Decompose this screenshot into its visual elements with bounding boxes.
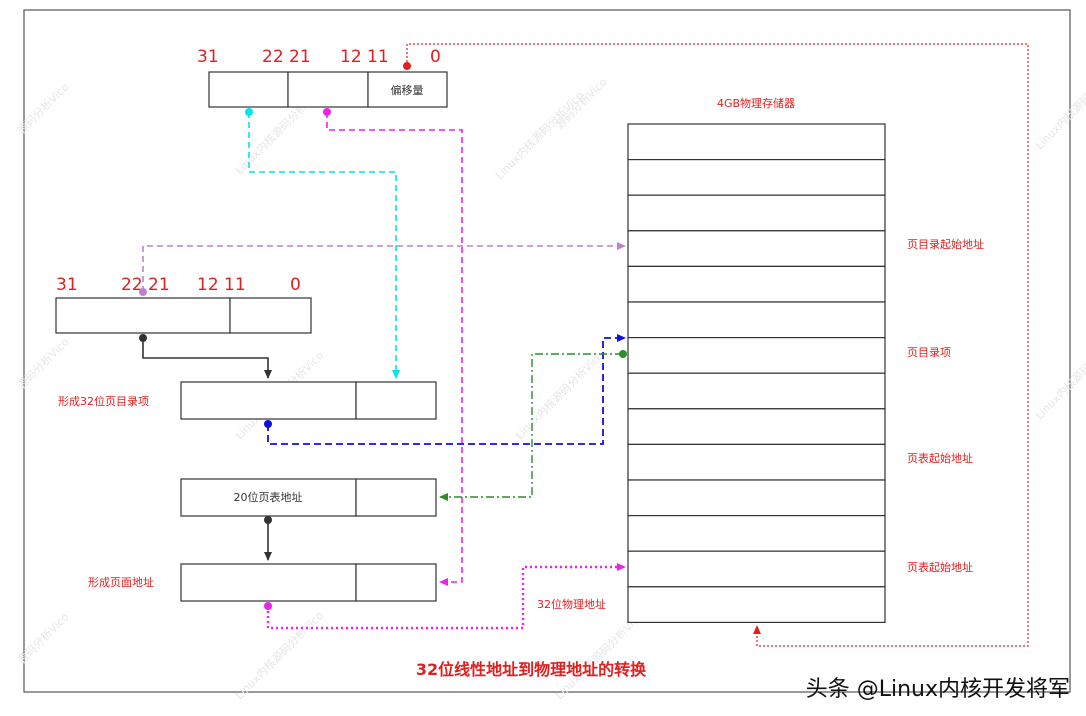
watermark: Linux内核源码分析Vico [232,608,326,702]
blue-connector [264,334,626,445]
table-start-label: 页表起始地址 [907,451,973,465]
memory-row [627,586,886,623]
cyan-connector [245,108,400,379]
bit-label: 31 [197,47,219,67]
memory-row [627,194,886,232]
phys-addr-label: 32位物理地址 [537,597,606,611]
magenta-connector [323,108,463,586]
green-connector [439,350,627,501]
memory-row [627,514,886,552]
memory-row [627,301,886,339]
memory-row [627,159,886,196]
memory-labels: 页目录起始地址 页目录项 页表起始地址 页表起始地址 32位物理地址 [537,237,984,611]
top-address: 31 22 21 12 11 0 偏移量 [197,47,448,108]
dark-connector-2 [264,516,272,561]
memory-row [627,443,886,481]
bit-label: 0 [430,47,441,67]
watermark: 源码分析Vico [14,335,72,393]
dir-entry-mem-label: 页目录项 [907,346,951,359]
dir-start-label: 页目录起始地址 [907,237,984,251]
address-field [229,297,312,334]
diagram-caption: 32位线性地址到物理地址的转换 [416,660,647,679]
bit-label: 22 21 [262,47,311,67]
memory-row [627,230,886,268]
memory-row [627,123,886,161]
bit-label: 12 11 [197,275,246,295]
offset-label: 偏移量 [391,83,424,97]
address-field [287,71,369,108]
bit-label: 0 [290,275,301,295]
second-address: 31 22 21 12 11 0 [55,275,312,334]
memory-row [627,337,886,374]
memory-rows [627,123,886,623]
memory-block: 4GB物理存储器 [627,96,886,623]
watermark: 源码分析Vico [552,75,610,133]
watermark: Linux内核源码分析Vico [512,348,606,442]
dir-entry-box: 形成32位页目录项 [58,381,437,420]
violet-connector [139,242,626,296]
page-addr-box: 形成页面地址 [88,563,437,602]
memory-row [627,479,886,517]
address-field [55,297,231,334]
table-start-label-2: 页表起始地址 [907,560,973,574]
bit-label: 22 21 [121,275,170,295]
dir-entry-label: 形成32位页目录项 [58,394,149,408]
memory-row [627,408,886,445]
bit-label: 12 11 [340,47,389,67]
magenta-dotted-connector [264,563,626,630]
watermark: 源码分析Vico [14,80,72,138]
watermark: 源码分析Vico [14,610,72,668]
red-dotted-connector [403,43,1029,647]
memory-row [627,550,886,588]
memory-row [627,372,886,410]
page-addr-label: 形成页面地址 [88,575,154,589]
watermark: Linux内核源码分析Vico [1032,58,1086,152]
watermark: Linux内核源码分析Vico [492,88,586,182]
memory-row [627,265,886,303]
watermark: Linux内核源码分析Vico [1032,328,1086,422]
dark-connector-1 [139,334,272,379]
outer-frame [23,9,1071,693]
table-addr-label: 20位页表地址 [234,490,303,504]
memory-title: 4GB物理存储器 [717,96,795,110]
table-addr-box: 20位页表地址 [180,478,437,517]
footer-credit: 头条 @Linux内核开发将军 [806,677,1070,702]
bit-label: 31 [56,275,78,295]
address-field [208,71,289,108]
offset-field [367,71,448,108]
